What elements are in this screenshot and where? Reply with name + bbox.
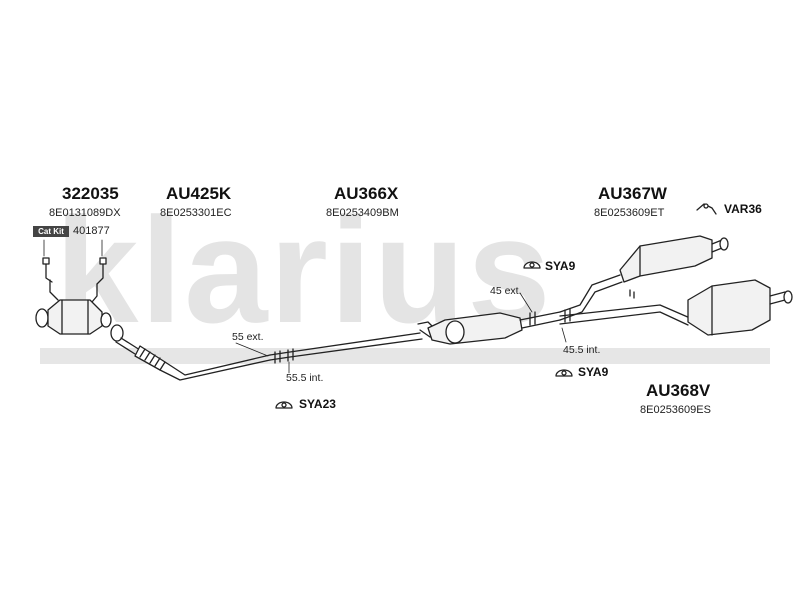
cat-kit-number: 401877 (73, 225, 110, 237)
part-code-au367w: AU367W (598, 184, 667, 203)
hanger-sya9-lower: SYA9 (578, 365, 609, 379)
middle-silencer-drawing (269, 311, 561, 364)
hanger-sya9-upper: SYA9 (545, 259, 576, 273)
hanger-sya23: SYA23 (299, 397, 336, 411)
lower-rear-silencer-drawing (687, 279, 793, 336)
part-ref-322035: 8E0131089DX (49, 207, 121, 219)
front-pipe-drawing (110, 324, 271, 381)
upper-rear-silencer-drawing (619, 235, 729, 299)
part-code-var36: VAR36 (724, 202, 762, 216)
part-code-au366x: AU366X (334, 184, 399, 203)
rear-pipe-drawing (559, 274, 691, 326)
clamp-55-ext: 55 ext. (232, 331, 264, 343)
part-ref-au367w: 8E0253609ET (594, 207, 665, 219)
part-code-au368v: AU368V (646, 381, 711, 400)
catalyst-drawing (35, 257, 112, 335)
clamp-45-ext: 45 ext. (490, 285, 522, 297)
clamp-45-5-int: 45.5 int. (563, 344, 601, 356)
part-ref-au366x: 8E0253409BM (326, 207, 399, 219)
clamp-55-5-int: 55.5 int. (286, 372, 324, 384)
watermark-bar (40, 348, 770, 364)
cat-kit-badge: Cat Kit (33, 226, 69, 237)
part-ref-au368v: 8E0253609ES (640, 404, 711, 416)
var36-clip-drawing (696, 203, 717, 215)
part-code-322035: 322035 (62, 184, 119, 203)
part-ref-au425k: 8E0253301EC (160, 207, 232, 219)
hanger-symbols (275, 261, 573, 409)
part-code-au425k: AU425K (166, 184, 232, 203)
